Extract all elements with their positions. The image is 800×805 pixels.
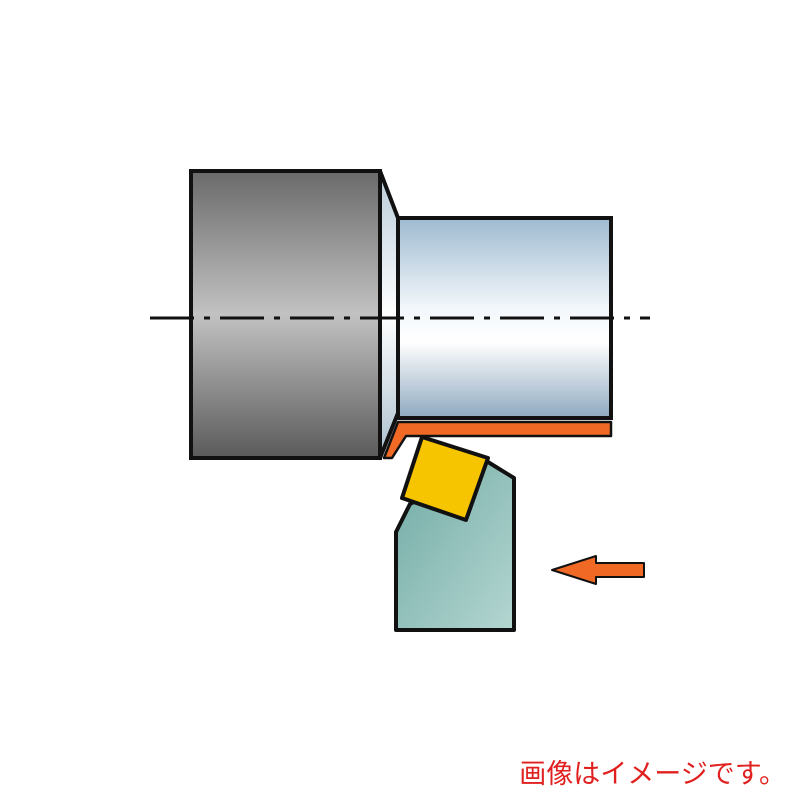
image-disclaimer-caption: 画像はイメージです。 (519, 759, 786, 790)
cutting-insert (400, 435, 490, 522)
workpiece-chamfer (378, 169, 400, 460)
workpiece-large-diameter (189, 169, 382, 460)
arrow-left-icon (551, 555, 645, 585)
chip-material-removed (382, 420, 613, 460)
